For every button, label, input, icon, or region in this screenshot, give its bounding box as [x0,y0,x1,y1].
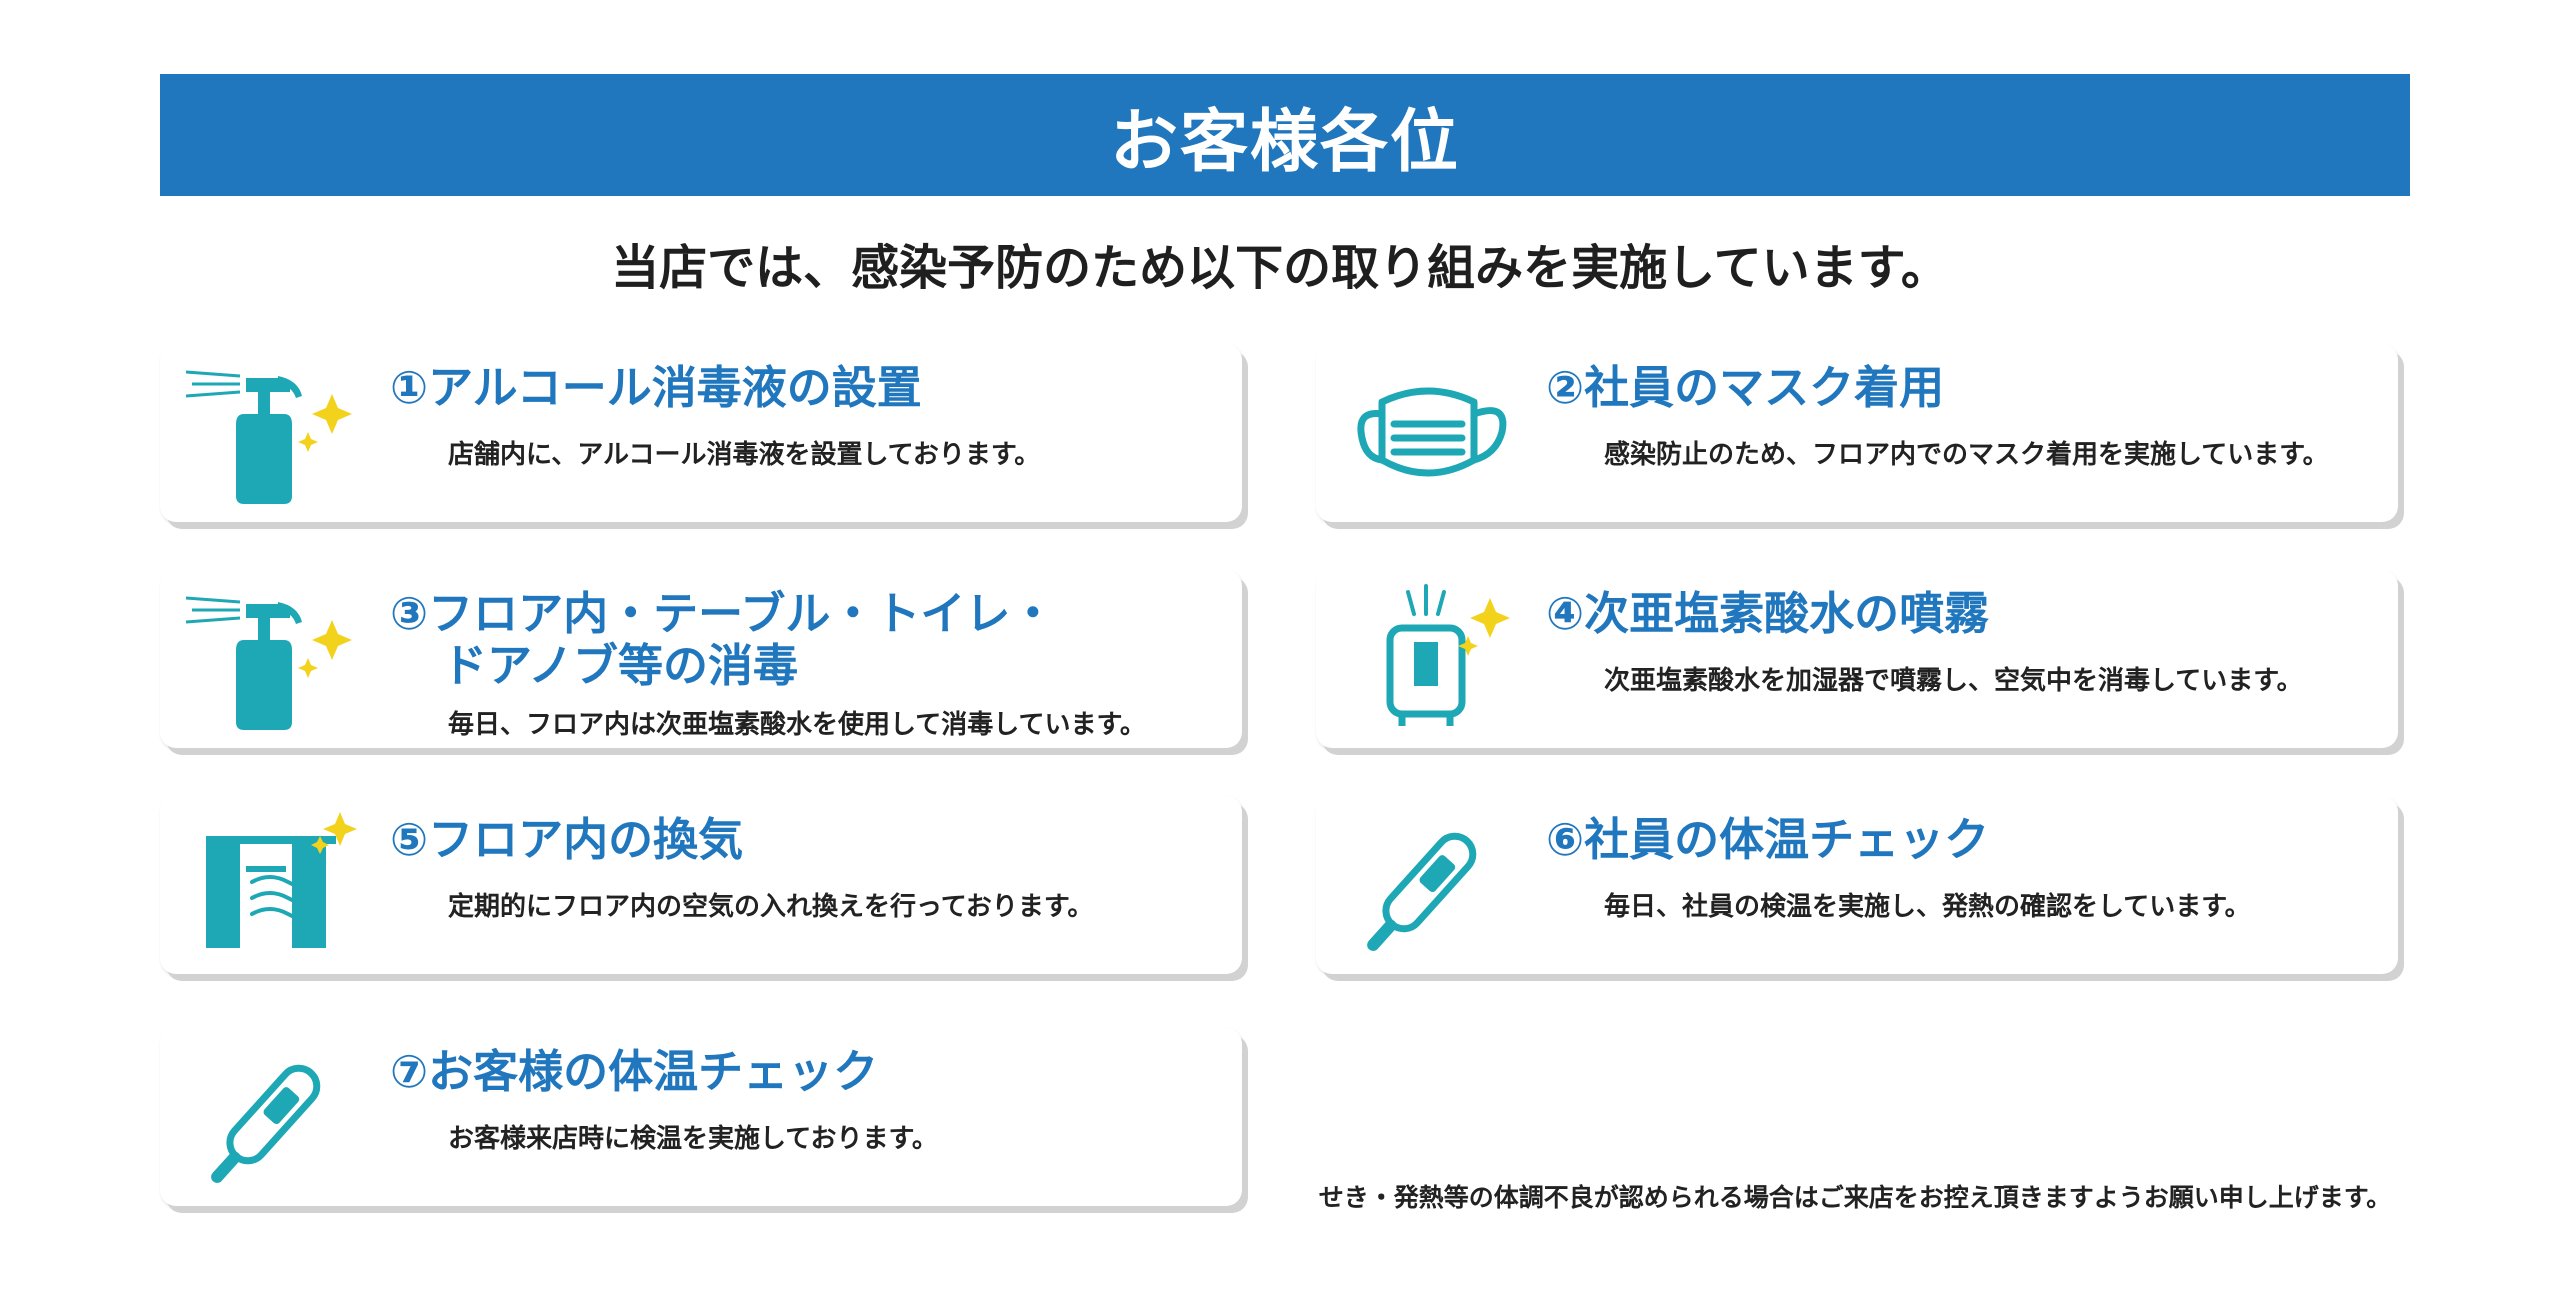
card-title-line2: ドアノブ等の消毒 [442,639,798,693]
spray-bottle-icon [185,596,352,730]
card-description: 定期的にフロア内の空気の入れ換えを行っております。 [448,892,1094,922]
thermometer-icon [211,1064,321,1183]
face-mask-icon [1357,387,1507,477]
card-title: ⑤フロア内の換気 [390,813,744,866]
card-description: 次亜塩素酸水を加湿器で噴霧し、空気中を消毒しています。 [1604,666,2303,696]
card-description: 店舗内に、アルコール消毒液を設置しております。 [448,440,1041,470]
header-banner: お客様各位 [160,74,2410,196]
card-title-line1: ③フロア内・テーブル・トイレ・ [390,587,1056,640]
card-customer-temperature: ⑦お客様の体温チェック お客様来店時に検温を実施しております。 [160,1028,1242,1206]
card-title: ③フロア内・テーブル・トイレ・ ドアノブ等の消毒 [390,587,1190,693]
humidifier-icon [1386,584,1510,726]
thermometer-icon [1367,832,1477,951]
card-staff-temperature: ⑥社員の体温チェック 毎日、社員の検温を実施し、発熱の確認をしています。 [1316,796,2398,974]
subtitle: 当店では、感染予防のため以下の取り組みを実施しています。 [611,240,1949,296]
card-description: 毎日、フロア内は次亜塩素酸水を使用して消毒しています。 [448,710,1146,740]
window-ventilation-icon [206,812,357,948]
notice-text: せき・発熱等の体調不良が認められる場合はご来店をお控え頂きますようお願い申し上げ… [1318,1183,2392,1212]
card-title: ②社員のマスク着用 [1546,361,1945,414]
card-title: ④次亜塩素酸水の噴霧 [1546,587,1990,640]
card-description: 感染防止のため、フロア内でのマスク着用を実施しています。 [1604,440,2329,470]
card-description: お客様来店時に検温を実施しております。 [448,1124,938,1154]
card-hypochlorous-mist: ④次亜塩素酸水の噴霧 次亜塩素酸水を加湿器で噴霧し、空気中を消毒しています。 [1316,570,2398,748]
card-description: 毎日、社員の検温を実施し、発熱の確認をしています。 [1604,892,2251,922]
card-ventilation: ⑤フロア内の換気 定期的にフロア内の空気の入れ換えを行っております。 [160,796,1242,974]
card-title: ⑦お客様の体温チェック [390,1045,879,1098]
card-staff-mask: ②社員のマスク着用 感染防止のため、フロア内でのマスク着用を実施しています。 [1316,344,2398,522]
card-title: ⑥社員の体温チェック [1546,813,1990,866]
spray-bottle-icon [185,370,352,504]
card-alcohol-disinfectant: ①アルコール消毒液の設置 店舗内に、アルコール消毒液を設置しております。 [160,344,1242,522]
card-title: ①アルコール消毒液の設置 [390,361,922,414]
header-title: お客様各位 [1109,102,1460,182]
card-floor-disinfection: ③フロア内・テーブル・トイレ・ ドアノブ等の消毒 毎日、フロア内は次亜塩素酸水を… [160,570,1242,748]
